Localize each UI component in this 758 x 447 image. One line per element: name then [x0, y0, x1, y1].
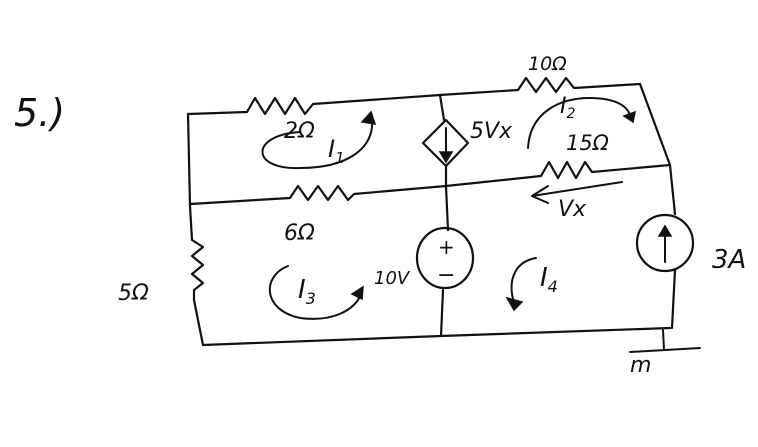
voltage-minus-sign: − — [437, 263, 455, 288]
mesh-i4-arrow-icon — [510, 257, 537, 303]
mesh-i1-arrow-icon — [261, 117, 374, 170]
wire-right-lower — [670, 268, 677, 330]
label-10v: 10V — [374, 268, 411, 289]
wire-right-upper — [638, 82, 677, 216]
label-2ohm: 2Ω — [284, 119, 315, 144]
label-vx: Vx — [558, 197, 587, 222]
resistor-5ohm — [188, 204, 205, 347]
wire-center-mid — [444, 164, 450, 232]
wire-center-bottom — [439, 288, 445, 338]
wire-left-upper — [186, 112, 192, 208]
up-arrowhead-icon — [657, 224, 673, 237]
problem-number: 5.) — [14, 91, 65, 135]
mesh-i3-arrow-icon — [268, 265, 363, 320]
wire-bottom — [201, 326, 672, 347]
mesh-i1-arrowhead-icon — [360, 110, 377, 125]
label-15ohm: 15Ω — [566, 131, 609, 155]
ground-label: m — [630, 353, 651, 378]
ground-icon — [629, 329, 701, 353]
mesh-i2-arrow-icon — [527, 97, 631, 149]
mesh-i4-arrowhead-icon — [505, 296, 524, 312]
label-10ohm: 10Ω — [528, 53, 567, 75]
dependent-current-source — [421, 118, 470, 168]
label-dependent-source: 5Vx — [470, 119, 513, 144]
current-source — [635, 213, 695, 273]
mesh-i3-label: I3 — [298, 275, 316, 308]
mesh-i1-label: I1 — [328, 135, 345, 167]
wire-top-left — [186, 93, 442, 116]
voltage-plus-sign: + — [438, 235, 455, 259]
down-arrowhead-icon — [438, 151, 454, 164]
mesh-i2-label: I2 — [560, 94, 576, 122]
vx-arrow-icon — [531, 181, 623, 197]
mesh-i3-arrowhead-icon — [350, 285, 364, 301]
label-5ohm: 5Ω — [118, 281, 149, 306]
wire-center-top — [438, 93, 446, 122]
wire-middle-right — [444, 160, 672, 188]
mesh-i4-label: I4 — [540, 263, 558, 296]
mesh-i2-arrowhead-icon — [622, 110, 636, 124]
wire-top-right — [438, 76, 642, 97]
label-6ohm: 6Ω — [284, 221, 315, 246]
label-3a: 3A — [712, 245, 746, 275]
vx-arrowhead-icon — [531, 185, 549, 204]
wire-middle-left — [188, 184, 448, 206]
voltage-source — [415, 226, 475, 290]
